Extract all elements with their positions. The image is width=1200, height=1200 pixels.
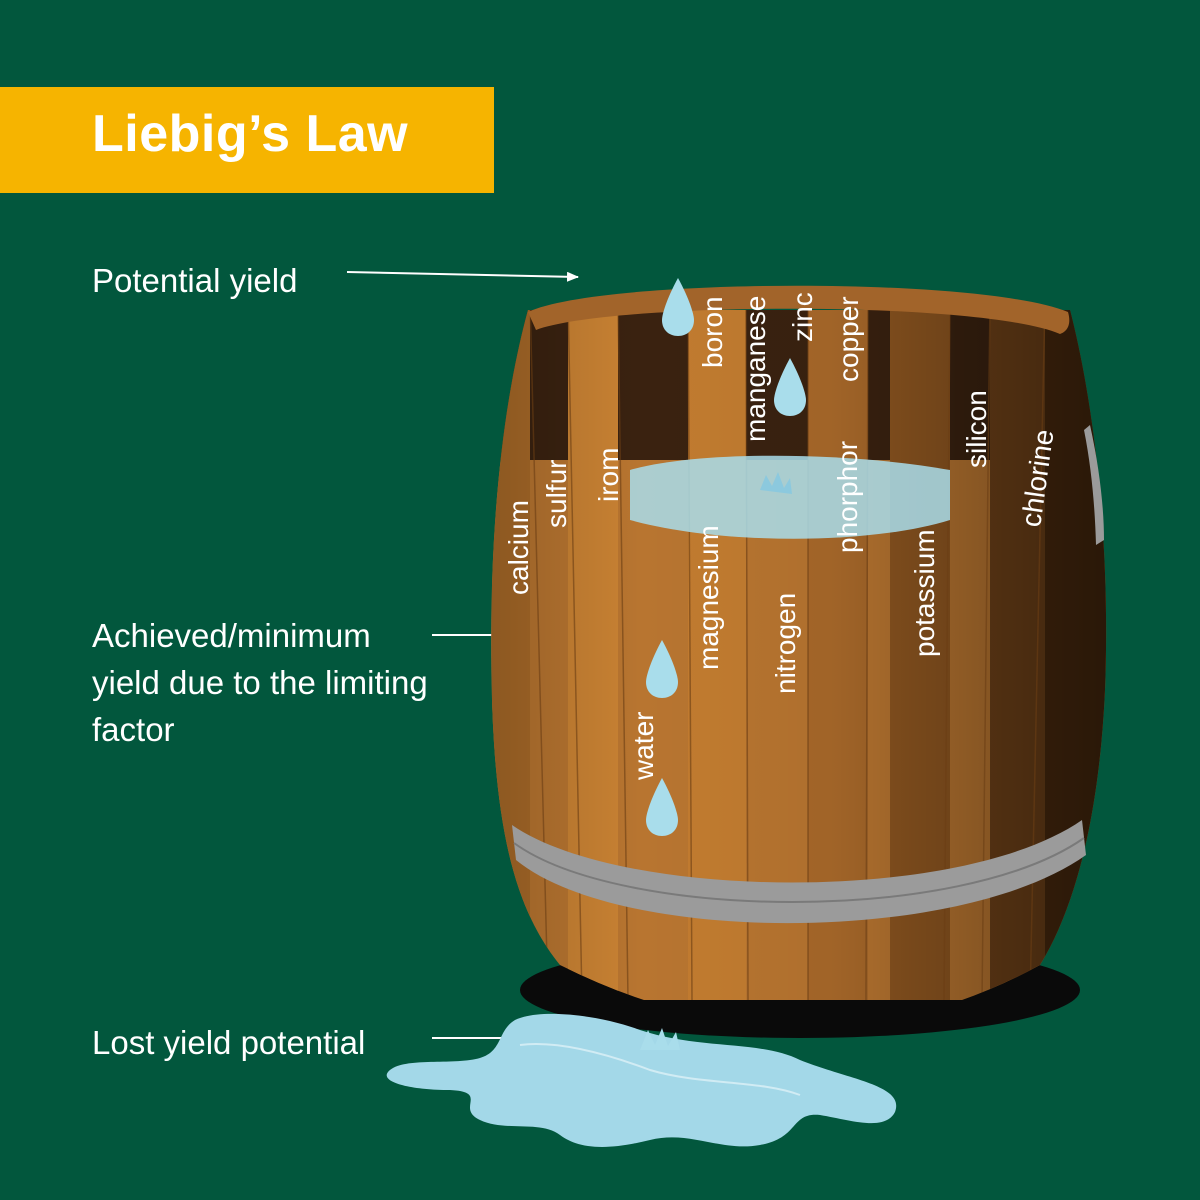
puddle-highlight	[519, 1043, 801, 1096]
water-puddle	[386, 1013, 897, 1147]
page-title: Liebig’s Law	[92, 105, 409, 163]
stave-label-phorphor: phorphor	[832, 441, 863, 553]
barrel-rim	[528, 285, 1070, 334]
water-surface	[630, 455, 950, 539]
potential-yield-arrow	[346, 271, 579, 282]
stave-label-calcium: calcium	[503, 500, 534, 595]
bottom-hoop-edge	[513, 837, 1085, 903]
stave-label-zinc: zinc	[787, 292, 818, 342]
achieved-yield-label: Achieved/minimum yield due to the limiti…	[92, 617, 428, 748]
stave-label-boron: boron	[697, 296, 728, 368]
drop-icon	[646, 778, 678, 836]
stave-label-potassium: potassium	[909, 529, 940, 657]
drop-icon	[662, 278, 694, 336]
bottom-hoop	[512, 820, 1086, 924]
lost-yield-label: Lost yield potential	[92, 1024, 366, 1061]
stave-label-sulfur: sulfur	[541, 460, 572, 528]
stave-label-copper: copper	[833, 296, 864, 382]
stave-label-water: water	[628, 712, 659, 781]
drop-icon	[774, 358, 806, 416]
stave-label-nitrogen: nitrogen	[770, 593, 801, 694]
water-drops	[646, 278, 806, 836]
stave-label-irom: irom	[593, 448, 624, 502]
top-hoop	[1084, 425, 1104, 545]
splash-icon	[640, 472, 792, 1050]
drop-icon	[646, 640, 678, 698]
stave-label-manganese: manganese	[740, 296, 771, 442]
stave-label-magnesium: magnesium	[693, 525, 724, 670]
title-band	[0, 87, 494, 193]
stave-label-silicon: silicon	[961, 390, 992, 468]
potential-yield-label: Potential yield	[92, 262, 298, 299]
